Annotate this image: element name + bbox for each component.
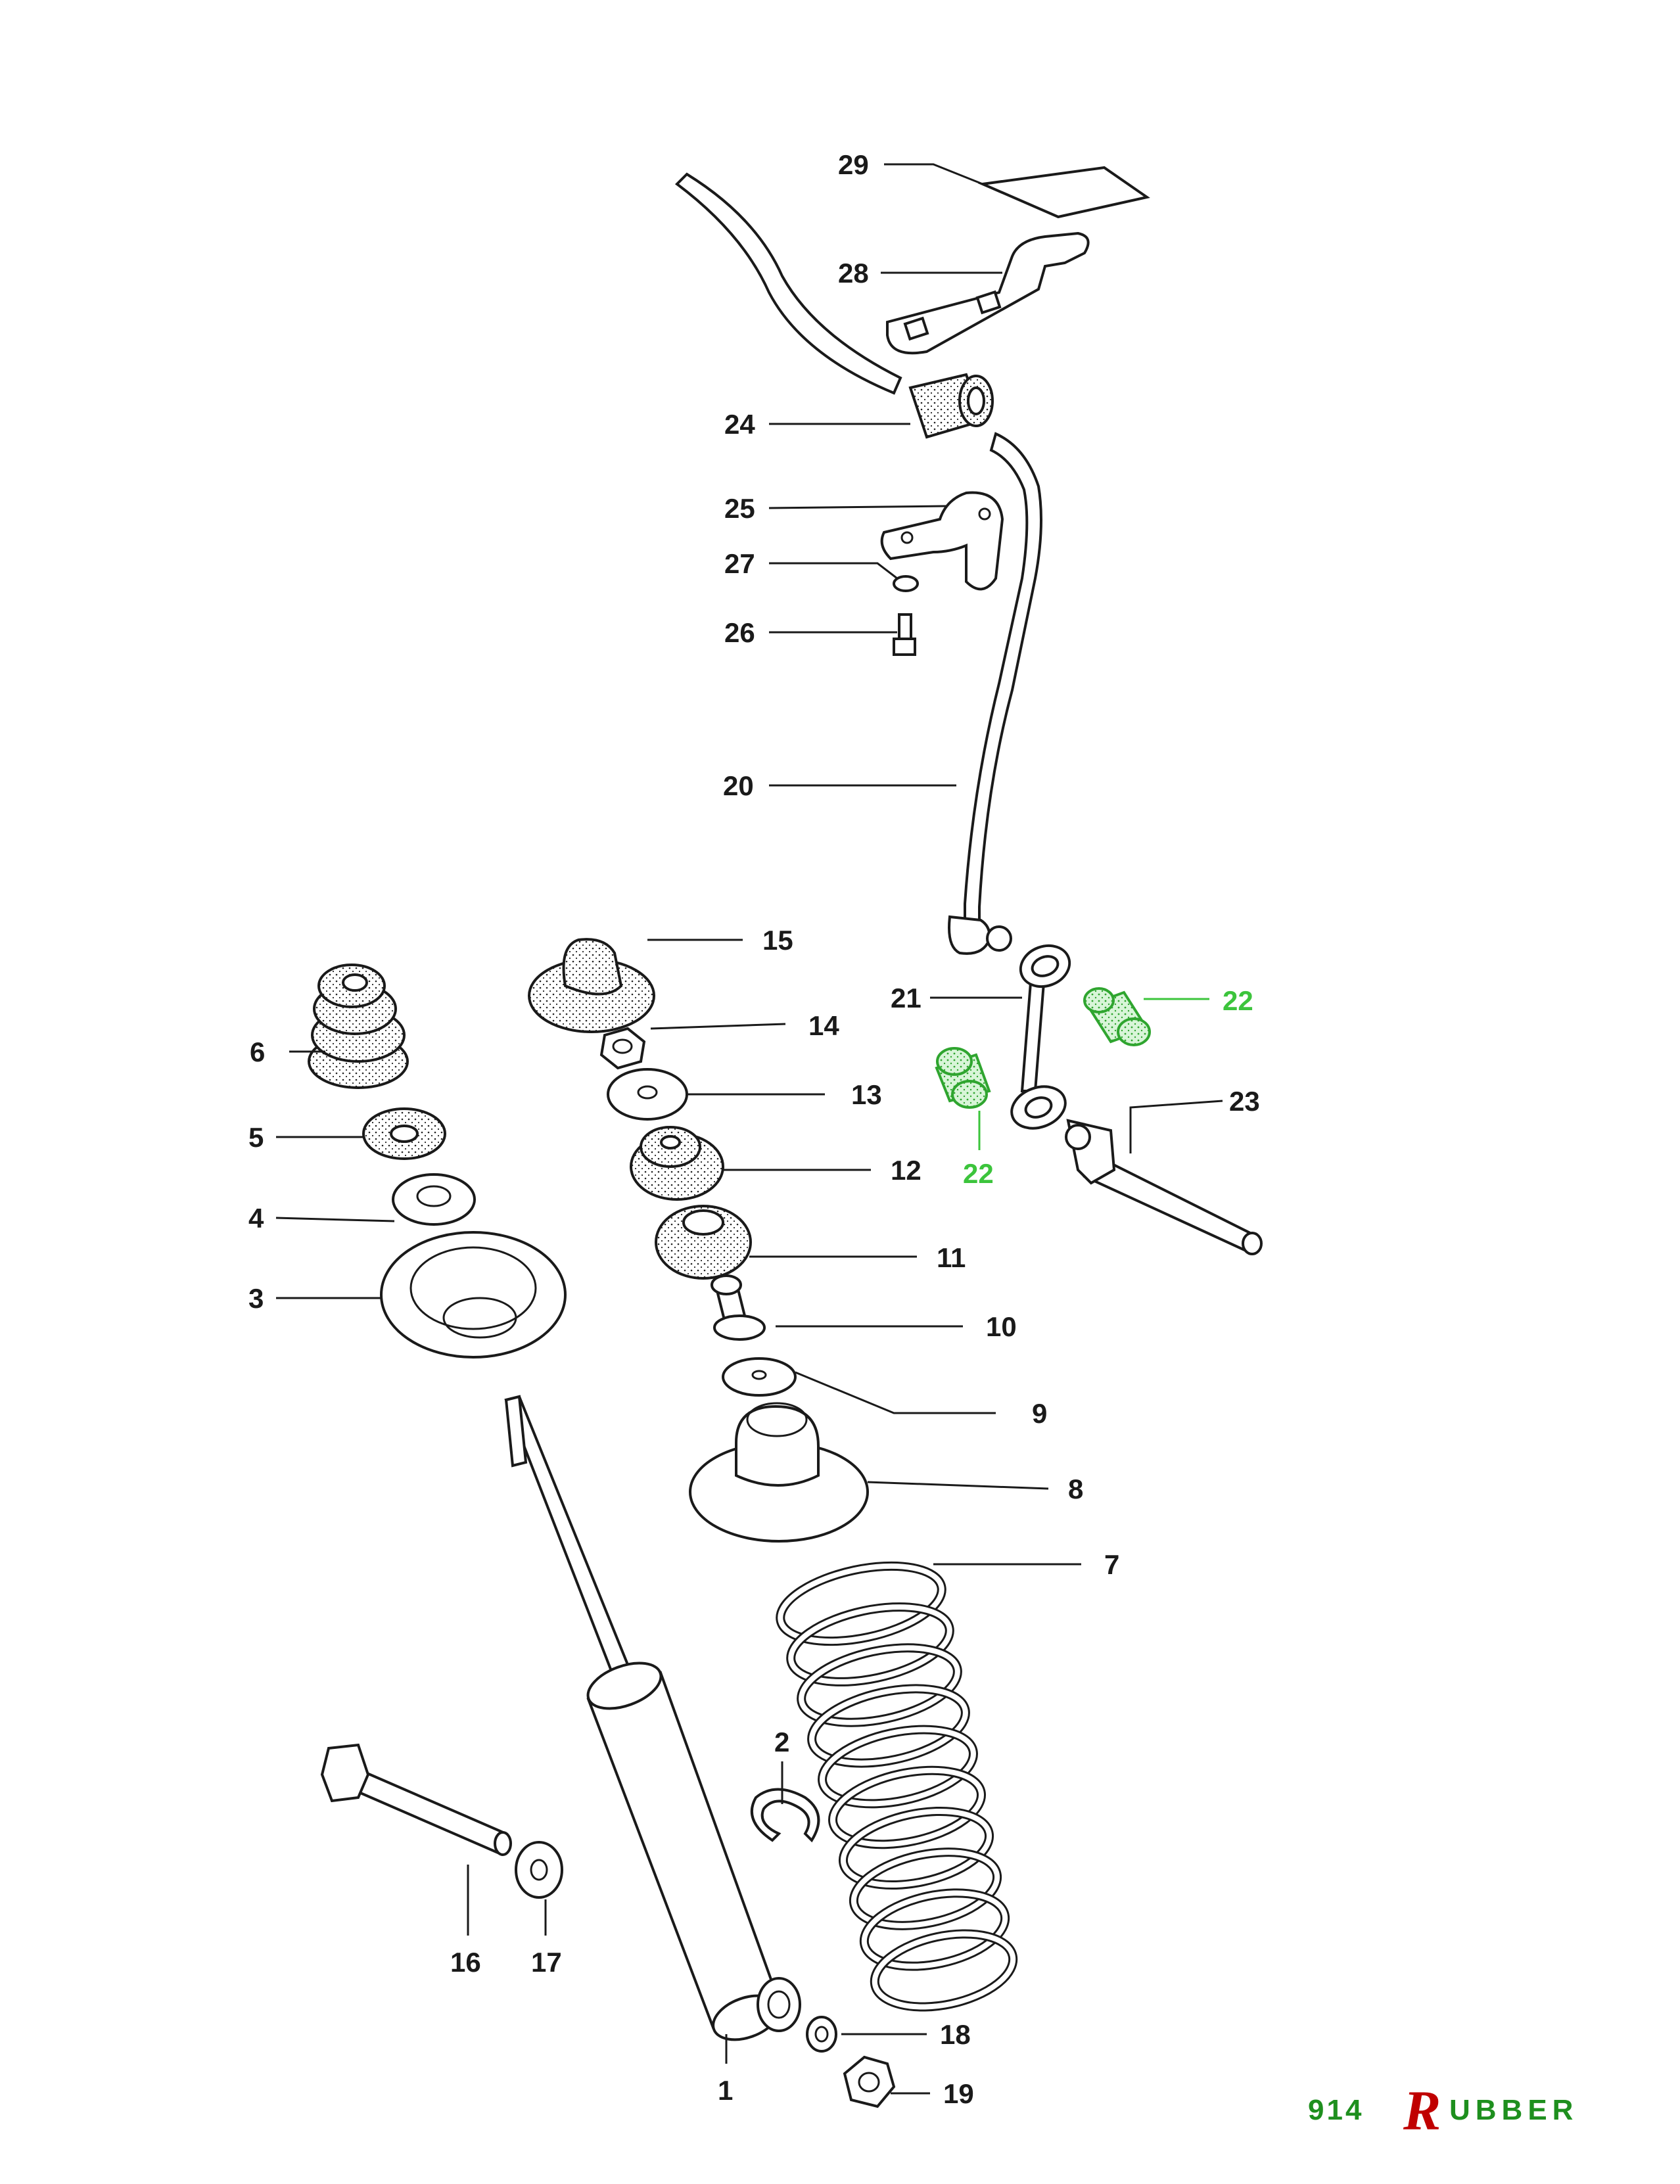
spring-coil (851, 1849, 1000, 1928)
callout-15: 15 (762, 925, 793, 956)
retaining-ring-part-2 (750, 1788, 820, 1843)
callout-11: 11 (937, 1242, 966, 1273)
rubber-bushing-part-24 (908, 373, 994, 439)
spring-coil (809, 1686, 968, 1766)
logo-rest: UBBER (1449, 2094, 1578, 2126)
bracket-part-28 (886, 231, 1090, 355)
washer-part-9 (722, 1357, 797, 1397)
bump-stop-part-6 (308, 964, 409, 1089)
callout-19: 19 (943, 2078, 974, 2109)
threaded-stud-part-23 (1065, 1119, 1263, 1255)
pad-part-29 (977, 166, 1150, 219)
spring-coil (820, 1727, 976, 1807)
callout-2: 2 (774, 1727, 789, 1757)
link-rod-part-21 (1010, 944, 1071, 1130)
callout-9: 9 (1032, 1398, 1047, 1429)
spring-coil (840, 1808, 992, 1888)
spring-coil (872, 1931, 1016, 2010)
bolt-part-26 (893, 613, 916, 656)
callout-5: 5 (248, 1122, 264, 1153)
dust-cap-part-15 (528, 938, 655, 1033)
callout-27: 27 (724, 548, 755, 579)
callout-14: 14 (808, 1010, 839, 1041)
callout-7: 7 (1104, 1549, 1119, 1580)
brand-logo: 914 R UBBER (1308, 2079, 1578, 2142)
clamp-part-25 (880, 491, 1004, 591)
callout-22-left: 22 (963, 1158, 994, 1189)
callout-29: 29 (838, 149, 869, 180)
spring-coil (861, 1890, 1008, 1969)
nut-part-14 (599, 1027, 646, 1070)
callout-12: 12 (891, 1155, 922, 1186)
callout-6: 6 (250, 1036, 265, 1067)
spring-coil (778, 1563, 945, 1644)
callout-labels: 29 28 24 25 27 26 20 21 22 22 23 15 14 1… (248, 149, 1260, 2109)
spring-coil (829, 1767, 985, 1847)
callout-13: 13 (851, 1079, 882, 1110)
sleeve-part-10 (711, 1274, 766, 1341)
washer-part-17 (515, 1841, 563, 1899)
bushing-part-22-left (935, 1047, 991, 1109)
washer-part-18 (806, 2016, 837, 2053)
spring-coil (799, 1645, 960, 1725)
spring-coil (788, 1604, 952, 1684)
stabilizer-bar-part-20 (674, 172, 1042, 955)
callout-8: 8 (1068, 1474, 1083, 1504)
spring-seat-part-8 (689, 1402, 869, 1543)
callout-23: 23 (1229, 1086, 1260, 1117)
callout-28: 28 (838, 258, 869, 289)
callout-24: 24 (724, 409, 755, 440)
callout-22-right: 22 (1223, 985, 1253, 1016)
nut-part-19 (843, 2055, 896, 2108)
callout-3: 3 (248, 1283, 264, 1314)
washer-part-27 (893, 575, 919, 592)
callout-10: 10 (986, 1311, 1017, 1342)
logo-initial: R (1403, 2079, 1441, 2142)
washer-part-4 (392, 1173, 476, 1226)
callout-4: 4 (248, 1203, 264, 1234)
callout-25: 25 (724, 493, 755, 524)
callout-17: 17 (531, 1947, 562, 1978)
spring-plate-part-3 (380, 1231, 567, 1359)
washer-part-13 (607, 1068, 688, 1121)
callout-16: 16 (450, 1947, 481, 1978)
leader-lines (275, 163, 1223, 2095)
coil-spring-part-7 (776, 1561, 1018, 2012)
callout-18: 18 (940, 2019, 971, 2050)
callout-1: 1 (718, 2075, 733, 2106)
callout-21: 21 (891, 983, 922, 1013)
callout-26: 26 (724, 617, 755, 648)
logo-prefix: 914 (1308, 2094, 1364, 2126)
callout-20: 20 (723, 770, 754, 801)
bushing-part-22-right (1083, 987, 1151, 1046)
rubber-mount-part-11 (655, 1205, 752, 1280)
bolt-part-16 (320, 1743, 512, 1856)
rubber-mount-part-12 (630, 1126, 724, 1201)
shock-absorber-part-1 (504, 1395, 801, 2041)
rubber-washer-part-5 (362, 1107, 446, 1160)
